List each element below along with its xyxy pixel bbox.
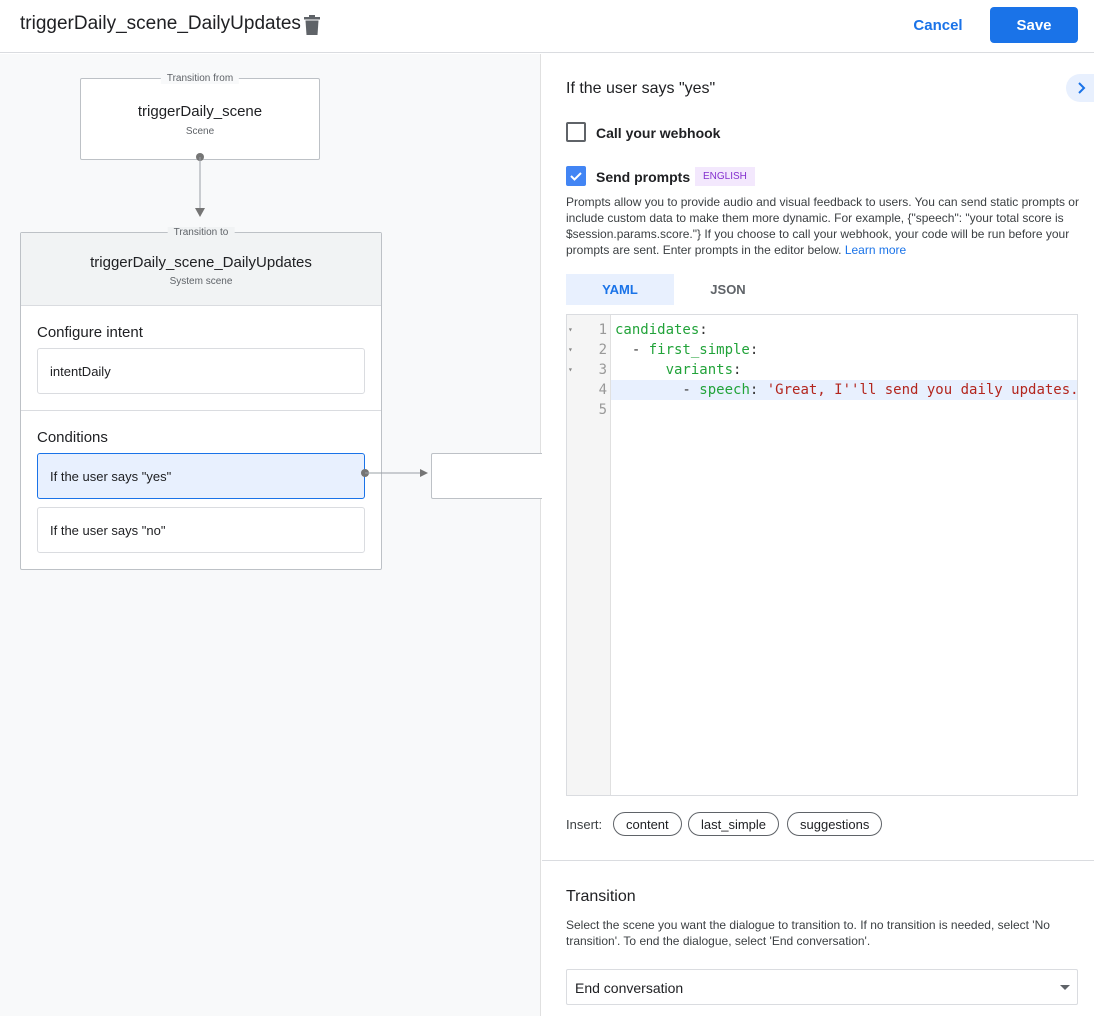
node-caption: Transition to: [167, 227, 235, 238]
webhook-checkbox[interactable]: [566, 122, 586, 142]
code-content[interactable]: candidates: - first_simple: variants: - …: [615, 322, 1077, 398]
node-caption: Transition from: [160, 73, 240, 84]
page-title: triggerDaily_scene_DailyUpdates: [20, 13, 301, 34]
insert-chip-last-simple[interactable]: last_simple: [688, 812, 780, 836]
description-text: Prompts allow you to provide audio and v…: [566, 195, 1079, 257]
prompts-description: Prompts allow you to provide audio and v…: [566, 194, 1081, 258]
language-badge: ENGLISH: [695, 167, 755, 186]
tab-json[interactable]: JSON: [710, 282, 746, 297]
panel-heading: If the user says "yes": [566, 80, 716, 97]
insert-chip-content[interactable]: content: [613, 812, 682, 836]
save-button[interactable]: Save: [990, 7, 1078, 43]
node-title: triggerDaily_scene_DailyUpdates: [90, 254, 312, 271]
configure-intent-label: Configure intent: [37, 324, 143, 341]
node-subtitle: Scene: [185, 126, 215, 137]
insert-label: Insert:: [566, 817, 603, 832]
transition-from-node[interactable]: Transition from triggerDaily_scene Scene: [80, 73, 320, 160]
flow-canvas: Transition from triggerDaily_scene Scene…: [0, 54, 551, 1016]
send-prompts-checkbox[interactable]: [566, 166, 586, 186]
webhook-label: Call your webhook: [596, 125, 721, 141]
condition-no[interactable]: If the user says "no": [37, 507, 365, 553]
chevron-right-icon: [1078, 82, 1086, 94]
trash-icon[interactable]: [304, 15, 320, 35]
conditions-label: Conditions: [37, 429, 108, 446]
condition-yes[interactable]: If the user says "yes": [37, 453, 365, 499]
transition-heading: Transition: [566, 888, 636, 905]
send-prompts-label: Send prompts: [596, 169, 691, 185]
cancel-button[interactable]: Cancel: [900, 8, 976, 42]
editor-gutter: [567, 315, 611, 795]
dropdown-arrow-icon: [1060, 985, 1070, 990]
detail-panel: If the user says "yes" Call your webhook…: [542, 54, 1094, 1016]
target-node[interactable]: [431, 453, 551, 499]
fold-icons[interactable]: ▾▾▾: [568, 325, 573, 374]
divider: [542, 860, 1094, 861]
node-title: triggerDaily_scene: [137, 103, 263, 120]
header: triggerDaily_scene_DailyUpdates Cancel S…: [0, 0, 1094, 53]
transition-selected-value: End conversation: [575, 980, 684, 996]
intent-field[interactable]: intentDaily: [37, 348, 365, 394]
tab-yaml[interactable]: YAML: [566, 274, 674, 305]
transition-description: Select the scene you want the dialogue t…: [566, 918, 1050, 948]
connector-arrow: [195, 153, 205, 217]
check-icon: [570, 172, 582, 181]
transition-select[interactable]: End conversation: [566, 969, 1078, 1005]
collapse-panel-button[interactable]: [1066, 74, 1094, 102]
active-line-highlight: [611, 380, 1077, 400]
node-subtitle: System scene: [169, 276, 233, 287]
insert-chip-suggestions[interactable]: suggestions: [787, 812, 883, 836]
condition-connector: [361, 469, 428, 477]
learn-more-link[interactable]: Learn more: [844, 243, 907, 257]
transition-to-node: Transition to triggerDaily_scene_DailyUp…: [20, 227, 382, 570]
